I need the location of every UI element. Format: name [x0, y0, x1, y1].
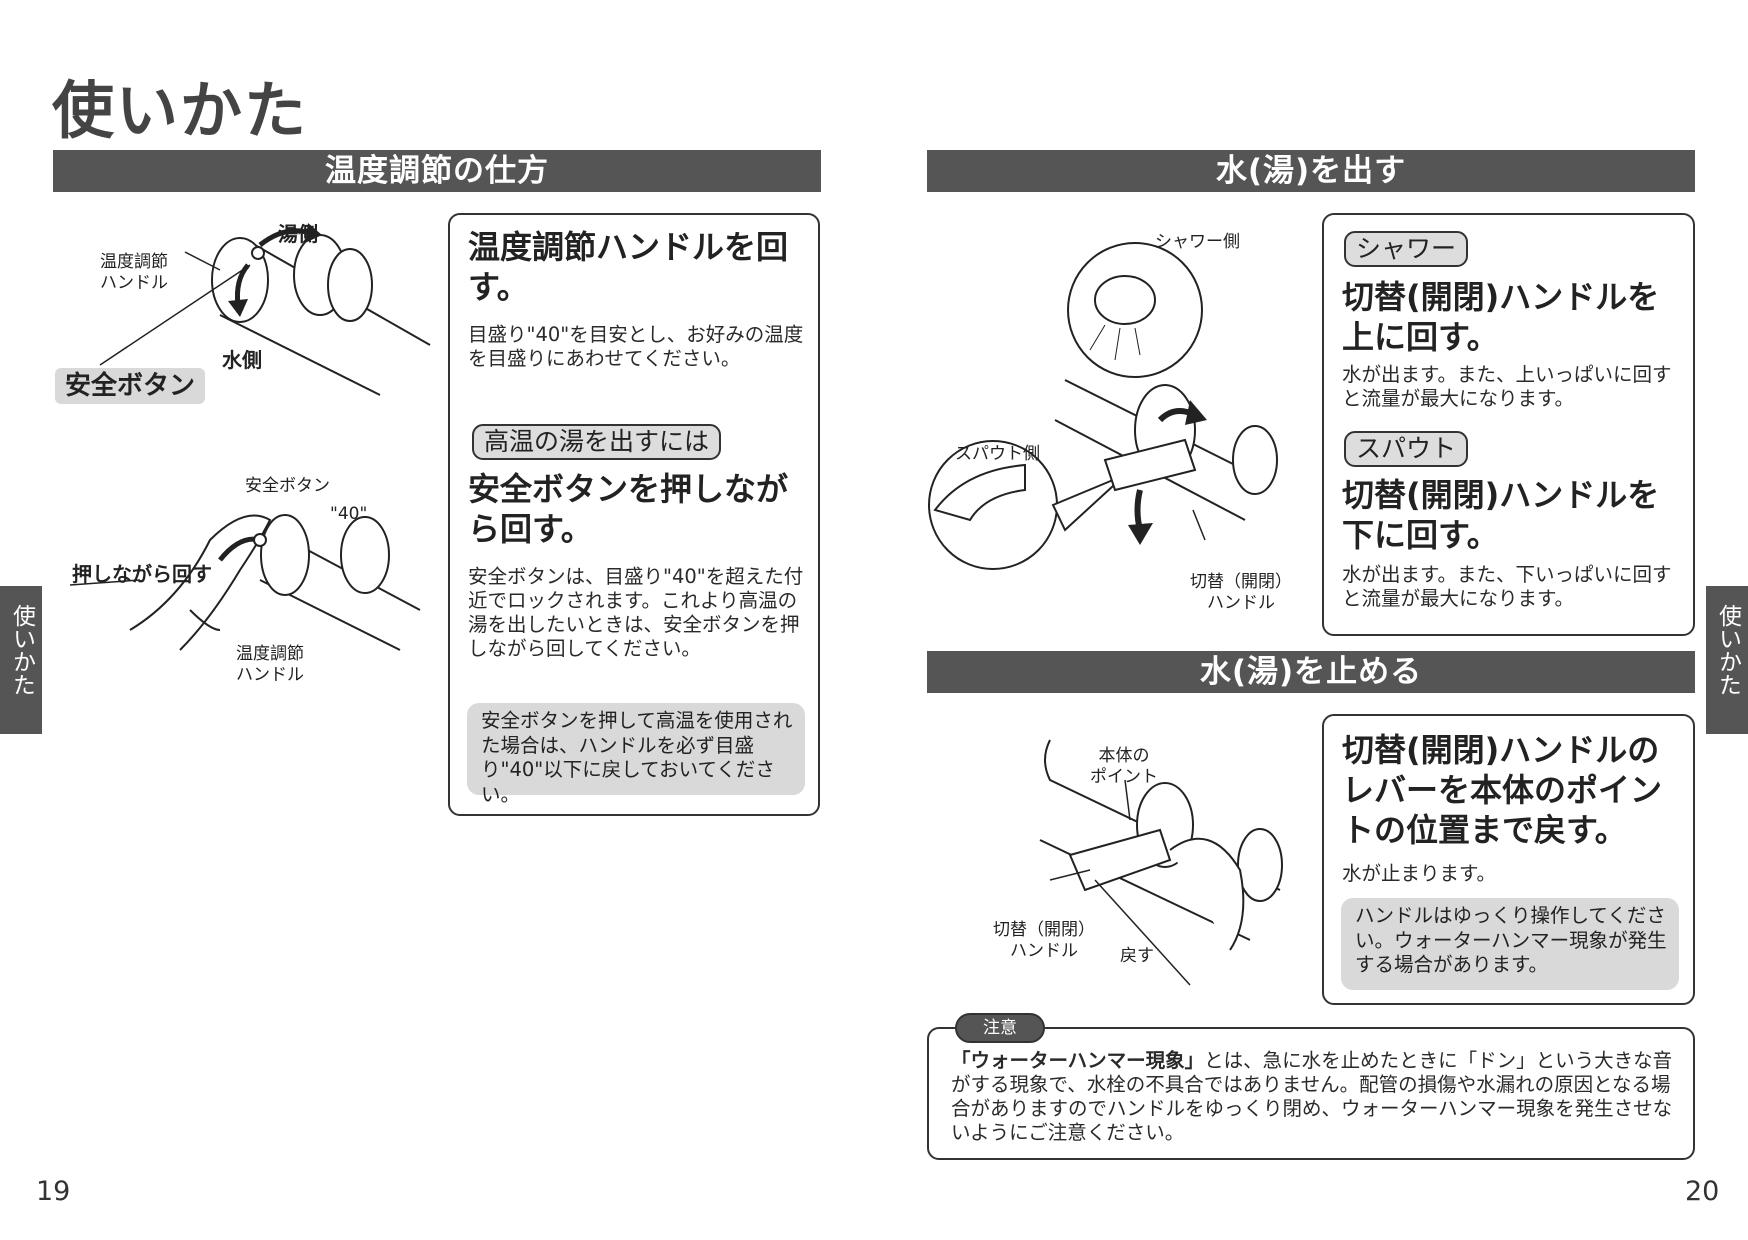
stop-note: ハンドルはゆっくり操作してください。ウォーターハンマー現象が発生する場合がありま… [1341, 898, 1679, 990]
figure-stop [990, 730, 1290, 990]
push-turn-label: 押しながら回す [72, 562, 212, 586]
page-number-left: 19 [36, 1176, 71, 1207]
section-title-temperature: 温度調節の仕方 [53, 150, 821, 192]
temp-body-2: 安全ボタンは、目盛り"40"を超えた付近でロックされます。これより高温の湯を出し… [468, 565, 804, 660]
page-number-right: 20 [1685, 1176, 1720, 1207]
safety-button-badge: 安全ボタン [55, 368, 206, 404]
temperature-instructions-box: 温度調節ハンドルを回す。 目盛り"40"を目安とし、お好みの温度を目盛りにあわせ… [448, 213, 820, 816]
safety-button-label-2: 安全ボタン [245, 476, 330, 496]
caution-label: 注意 [955, 1013, 1045, 1043]
shower-side-label: シャワー側 [1155, 232, 1240, 252]
faucet-illustration-4 [1039, 739, 1283, 986]
faucet-illustration-2 [69, 514, 421, 651]
side-tab-left-text: 使いかた [8, 604, 35, 696]
stop-instructions-box: 切替(開閉)ハンドルのレバーを本体のポイントの位置まで戻す。 水が止まります。 … [1322, 714, 1695, 1005]
stop-body: 水が止まります。 [1342, 862, 1497, 885]
spout-body: 水が出ます。また、下いっぱいに回すと流量が最大になります。 [1342, 563, 1672, 610]
body-point-label: 本体の ポイント [1090, 746, 1158, 787]
dispense-instructions-box: シャワー 切替(開閉)ハンドルを上に回す。 水が出ます。また、上いっぱいに回すと… [1322, 213, 1695, 636]
faucet-illustration-1 [99, 223, 431, 396]
temp-note: 安全ボタンを押して高温を使用された場合は、ハンドルを必ず目盛り"40"以下に戻し… [467, 703, 805, 806]
caution-bold-term: 「ウォーターハンマー現象」 [951, 1049, 1205, 1072]
caution-text: 「ウォーターハンマー現象」とは、急に水を止めたときに「ドン」という大きな音がする… [951, 1049, 1679, 1145]
page-title: 使いかた [52, 74, 309, 147]
temp-heading-2: 安全ボタンを押しながら回す。 [468, 470, 789, 548]
shower-tag: シャワー [1344, 231, 1469, 267]
high-temp-tag: 高温の湯を出すには [472, 424, 722, 460]
shower-heading: 切替(開閉)ハンドルを上に回す。 [1342, 278, 1660, 356]
section-title-dispense: 水(湯)を出す [927, 150, 1695, 192]
caution-body: とは、急に水を止めたときに「ドン」という大きな音がする現象で、水栓の不具合ではあ… [951, 1049, 1673, 1144]
figure-temperature-handle [60, 205, 431, 405]
temp-handle-label-2: 温度調節 ハンドル [236, 644, 304, 685]
temp-body-1: 目盛り"40"を目安とし、お好みの温度を目盛りにあわせてください。 [468, 323, 804, 370]
side-tab-right-text: 使いかた [1714, 604, 1741, 696]
side-tab-left: 使いかた [0, 586, 42, 734]
temp-handle-label-1: 温度調節 ハンドル [100, 252, 168, 293]
section-title-stop: 水(湯)を止める [927, 651, 1695, 693]
figure-dispense [925, 220, 1305, 610]
spout-heading: 切替(開閉)ハンドルを下に回す。 [1342, 476, 1660, 554]
cold-side-label: 水側 [222, 348, 262, 372]
spout-side-label: スパウト側 [955, 444, 1040, 464]
switch-handle-label-1: 切替（開閉） ハンドル [1190, 572, 1292, 613]
mark-40-label: "40" [330, 504, 368, 524]
hot-side-label: 湯側 [278, 222, 318, 246]
shower-body: 水が出ます。また、上いっぱいに回すと流量が最大になります。 [1342, 363, 1672, 410]
temp-heading-1: 温度調節ハンドルを回す。 [468, 228, 789, 306]
caution-box: 「ウォーターハンマー現象」とは、急に水を止めたときに「ドン」という大きな音がする… [927, 1027, 1695, 1160]
return-label: 戻す [1120, 946, 1154, 966]
figure-safety-button [69, 480, 430, 670]
spout-tag: スパウト [1344, 431, 1469, 467]
stop-heading: 切替(開閉)ハンドルのレバーを本体のポイントの位置まで戻す。 [1342, 731, 1663, 849]
switch-handle-label-2: 切替（開閉） ハンドル [993, 920, 1095, 961]
faucet-illustration-3 [928, 242, 1278, 570]
side-tab-right: 使いかた [1706, 586, 1748, 734]
